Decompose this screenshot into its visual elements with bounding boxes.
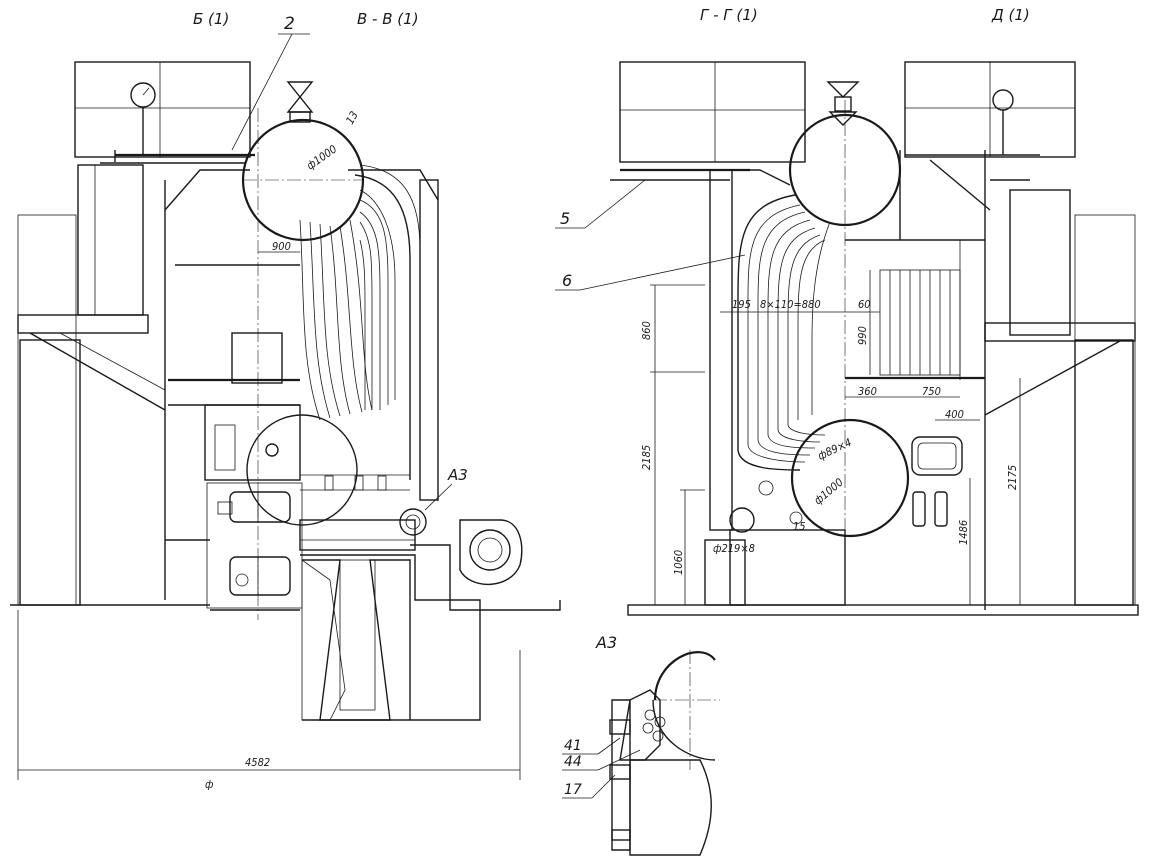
dim-860: 860 [640, 321, 653, 340]
label-vv1: В - В (1) [357, 10, 419, 28]
furnace-wall-left [419, 179, 439, 501]
dim-60: 60 [858, 298, 871, 311]
stair-frame-right [1074, 214, 1136, 606]
dim-990: 990 [856, 326, 869, 345]
ladder-lower-left [19, 339, 81, 606]
tube-bank-left [299, 164, 421, 480]
top-housing-left [74, 61, 251, 158]
ladder-upper-left [77, 164, 144, 316]
dim-2175: 2175 [1006, 465, 1019, 490]
dim-15: 15 [793, 520, 806, 533]
detail-a3: А3 41 44 17 [562, 633, 720, 856]
dim-900: 900 [272, 240, 291, 253]
safety-valve-icon [286, 81, 314, 123]
mud-drum-left [246, 414, 358, 526]
platform-left [17, 314, 149, 334]
dim-drum-dia-left: ф1000 [304, 143, 339, 173]
dim-360: 360 [858, 385, 877, 398]
a3-seal [619, 689, 661, 761]
furnace-wall-right [709, 169, 733, 531]
foundation-right-left [302, 544, 481, 721]
dim-pipe-219: ф219×8 [713, 542, 755, 555]
a3-wall [629, 759, 712, 856]
top-housing-right-a [619, 61, 806, 163]
mud-drum-right [790, 418, 910, 538]
dim-750: 750 [922, 385, 941, 398]
dim-overall: 4582 [245, 756, 270, 769]
pressure-gauge-right-icon [992, 89, 1014, 155]
dim-tube-pitch: 8×110=880 [760, 298, 821, 311]
right-view: 860 2185 1060 195 8×110=880 60 990 360 7… [610, 61, 1139, 616]
label-a3-detail: А3 [595, 633, 617, 652]
dim-1486: 1486 [957, 520, 970, 545]
blower-fan-icon [459, 519, 523, 586]
part-41: 41 [564, 738, 582, 754]
dim-1060: 1060 [672, 550, 685, 575]
fuel-feeder [204, 404, 301, 481]
dim-drum-wall: 13 [343, 109, 361, 126]
stair-frame-left [17, 214, 77, 606]
label-d1: Д (1) [991, 6, 1030, 24]
dim-195: 195 [732, 298, 751, 311]
a3-gasket [642, 709, 666, 742]
ground-right [627, 604, 1139, 616]
safety-valve-right-icon [826, 81, 860, 126]
part-6: 6 [562, 271, 572, 290]
dim-tube-89: ф89×4 [816, 436, 854, 463]
part-17: 17 [564, 782, 582, 798]
dim-2185: 2185 [640, 445, 653, 470]
valves-right-icon [912, 491, 948, 527]
burner-box [231, 332, 283, 384]
part-5: 5 [560, 209, 570, 228]
tube-bank-right [737, 194, 831, 471]
part-2: 2 [284, 14, 295, 34]
platform-right [984, 322, 1136, 342]
callout-a3: А3 [447, 466, 468, 484]
valves-row [324, 475, 387, 491]
label-gg1: Г - Г (1) [700, 6, 758, 24]
convective-bank [879, 269, 961, 376]
left-view: 900 ф1000 13 [10, 61, 561, 791]
header-pipe-a3 [399, 508, 427, 536]
pressure-gauge-icon [130, 82, 156, 155]
dim-400: 400 [945, 408, 964, 421]
dim-base-mark: ф [205, 778, 214, 791]
motor-lower-icon [229, 556, 291, 596]
label-b1: Б (1) [193, 10, 229, 28]
foundation-hopper [302, 559, 411, 721]
manhole-icon [911, 436, 963, 476]
ladder-upper-right [1009, 189, 1071, 336]
part-44: 44 [564, 754, 582, 770]
dim-drum-dia-right: ф1000 [812, 476, 846, 508]
motor-upper-icon [217, 491, 291, 523]
ladder-lower-right [1074, 339, 1134, 606]
